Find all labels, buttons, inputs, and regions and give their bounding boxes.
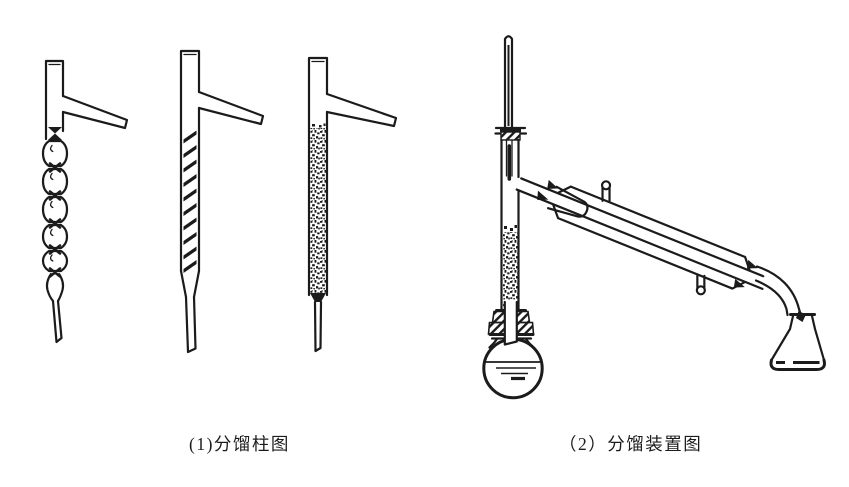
column-tube [307,56,329,297]
side-arm [197,90,265,126]
apparatus-fractionating-column [500,138,520,312]
packing-material [310,128,326,293]
inner-vapor-tube [515,177,765,290]
flask-body [770,314,826,362]
column-tube [179,49,201,273]
joint-clip-mark [537,190,549,201]
bulb-4 [41,223,69,250]
joint-clip-mark [746,259,758,269]
water-jacket [552,185,751,290]
side-arm [325,92,398,128]
thermometer [503,35,514,181]
spiral-fractionating-column [179,49,265,354]
spiral-coil [183,130,197,273]
packing-top-bits [312,123,326,128]
fractionating-columns-figure [41,49,398,354]
condenser [515,177,765,296]
packed-fractionating-column [307,56,398,353]
bulb-5 [41,249,69,273]
ground-joint-socket [546,185,589,218]
joint-clip-mark [547,179,559,189]
distillation-apparatus-figure [482,35,826,400]
bulb-neck-marks [48,162,62,278]
column-top-stopper [494,126,528,141]
figure2-caption: （2）分馏装置图 [559,434,703,454]
drip-tube [51,299,63,344]
distillation-flask [482,300,544,400]
bulb-highlights [49,144,54,262]
bulb-3 [41,195,69,224]
flask-base [769,358,826,371]
bulb-fractionating-column [41,59,129,344]
joint-clip-mark [733,278,745,288]
bottom-taper [179,269,201,299]
column-tube [44,59,65,141]
packing-top-bits [504,225,517,231]
bottom-swell [45,272,65,303]
water-outlet-nub [600,180,612,202]
drip-tube [184,295,197,354]
adapter-tip [796,311,806,322]
receiving-flask [769,313,826,371]
packing-bottom [310,293,326,302]
water-inlet-nub [695,274,706,296]
column-outlet-tube [503,300,518,346]
thermometer-tube [503,35,514,129]
figure1-caption: (1)分馏柱图 [189,434,290,454]
joint-mark [48,127,62,140]
side-arm [61,94,129,130]
column-packing [503,232,518,306]
column-outlet-tube-body [504,300,517,345]
bulb-2 [41,167,69,196]
bulb-1 [41,139,69,168]
thermometer-inner-tube [505,139,513,177]
column-walls [500,138,520,312]
drip-tube [313,300,323,353]
liquid-shading [496,367,536,375]
